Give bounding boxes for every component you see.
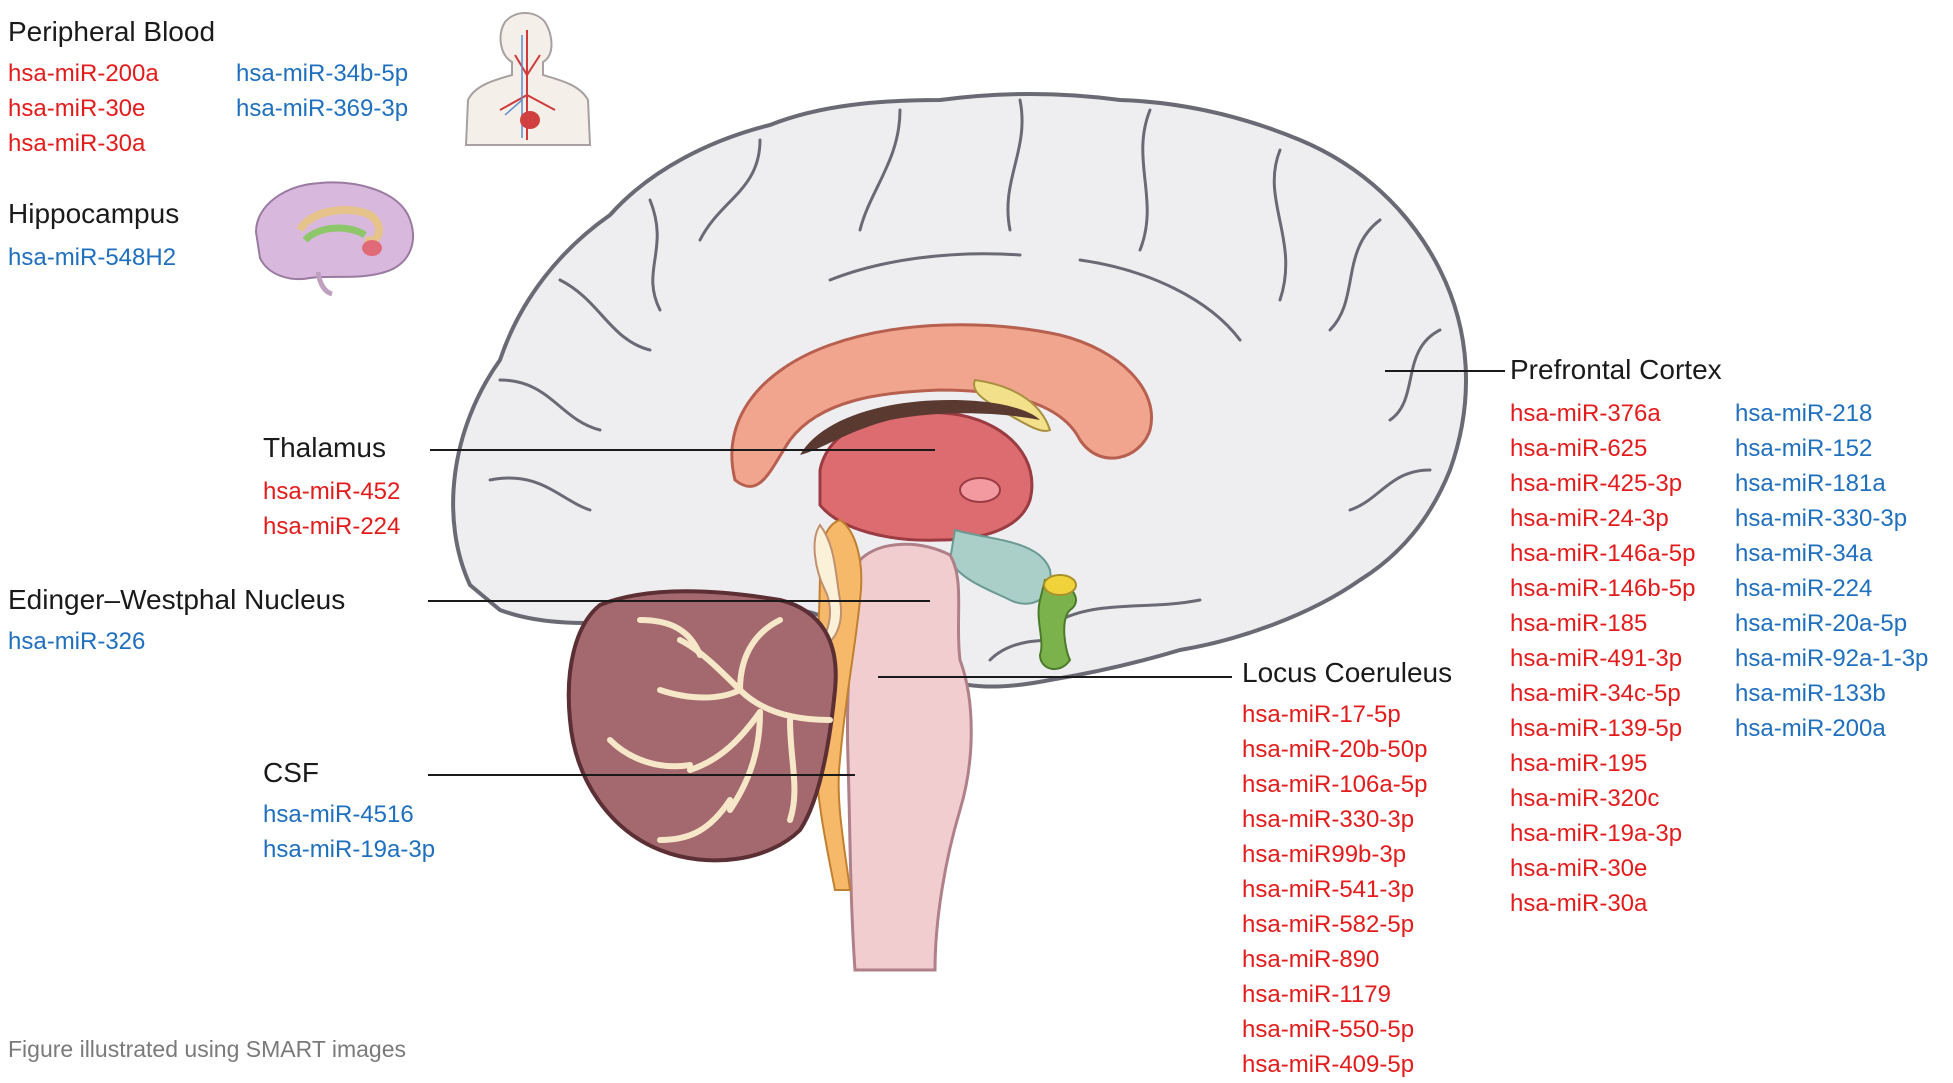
prefrontal-cortex-red-list: hsa-miR-376a hsa-miR-625 hsa-miR-425-3p … <box>1510 396 1695 921</box>
brainstem <box>846 542 973 972</box>
mirna-label: hsa-miR-30a <box>1510 890 1648 917</box>
mirna-label: hsa-miR-24-3p <box>1510 505 1669 532</box>
mirna-label: hsa-miR-139-5p <box>1510 715 1683 742</box>
prefrontal-cortex-title: Prefrontal Cortex <box>1510 354 1722 385</box>
hippocampus-brain-icon <box>254 181 414 297</box>
mirna-label: hsa-miR-625 <box>1510 435 1648 462</box>
peripheral-blood-red-list: hsa-miR-200a hsa-miR-30e hsa-miR-30a <box>8 56 159 161</box>
mirna-label: hsa-miR-185 <box>1510 610 1648 637</box>
mirna-label: hsa-miR-326 <box>8 628 146 655</box>
edinger-westphal-title: Edinger–Westphal Nucleus <box>8 584 346 615</box>
prefrontal-cortex-blue-list: hsa-miR-218 hsa-miR-152 hsa-miR-181a hsa… <box>1735 396 1928 746</box>
mirna-label: hsa-miR-550-5p <box>1242 1016 1415 1043</box>
locus-coeruleus-title: Locus Coeruleus <box>1242 657 1453 688</box>
mirna-label: hsa-miR-200a <box>8 60 159 87</box>
mirna-label: hsa-miR-409-5p <box>1242 1051 1415 1078</box>
lateral-ventricle <box>800 400 1040 455</box>
pituitary <box>1037 578 1077 670</box>
mirna-label: hsa-miR-491-3p <box>1510 645 1683 672</box>
mirna-label: hsa-miR-92a-1-3p <box>1735 645 1929 672</box>
hippocampus-blue-list: hsa-miR-548H2 <box>8 240 176 275</box>
thalamus-red-list: hsa-miR-452 hsa-miR-224 <box>263 474 400 544</box>
edinger-westphal-blue-list: hsa-miR-326 <box>8 624 145 659</box>
csf-title: CSF <box>263 757 319 788</box>
mirna-label: hsa-miR-452 <box>263 478 401 505</box>
mirna-label: hsa-miR-152 <box>1735 435 1873 462</box>
mirna-label: hsa-miR-541-3p <box>1242 876 1415 903</box>
mirna-label: hsa-miR-330-3p <box>1242 806 1415 833</box>
mirna-label: hsa-miR-224 <box>1735 575 1873 602</box>
mirna-label: hsa-miR-425-3p <box>1510 470 1683 497</box>
cerebellum <box>566 589 838 863</box>
thalamus-title: Thalamus <box>263 432 386 463</box>
corpus-callosum <box>730 323 1153 488</box>
mirna-label: hsa-miR-200a <box>1735 715 1886 742</box>
mirna-label: hsa-miR-17-5p <box>1242 701 1401 728</box>
leader-lines <box>428 370 1505 776</box>
mirna-label: hsa-miR-224 <box>263 513 401 540</box>
peripheral-blood-blue-list: hsa-miR-34b-5p hsa-miR-369-3p <box>236 56 408 126</box>
csf-blue-list: hsa-miR-4516 hsa-miR-19a-3p <box>263 797 435 867</box>
mirna-label: hsa-miR-30a <box>8 130 146 157</box>
mirna-label: hsa-miR-195 <box>1510 750 1648 777</box>
thalamus-nucleus <box>959 477 1001 503</box>
mirna-label: hsa-miR-146a-5p <box>1510 540 1696 567</box>
mirna-label: hsa-miR-133b <box>1735 680 1886 707</box>
mirna-label: hsa-miR-548H2 <box>8 244 177 271</box>
mirna-label: hsa-miR-1179 <box>1242 981 1391 1008</box>
hippocampus-title: Hippocampus <box>8 198 180 229</box>
figure-credit: Figure illustrated using SMART images <box>8 1036 406 1062</box>
mirna-label: hsa-miR99b-3p <box>1242 841 1407 868</box>
locus-coeruleus-red-list: hsa-miR-17-5p hsa-miR-20b-50p hsa-miR-10… <box>1242 697 1427 1082</box>
mirna-label: hsa-miR-30e <box>8 95 146 122</box>
mirna-label: hsa-miR-181a <box>1735 470 1886 497</box>
mirna-label: hsa-miR-20b-50p <box>1242 736 1428 763</box>
mirna-label: hsa-miR-106a-5p <box>1242 771 1428 798</box>
mirna-label: hsa-miR-34c-5p <box>1510 680 1681 707</box>
mirna-label: hsa-miR-330-3p <box>1735 505 1908 532</box>
mirna-label: hsa-miR-4516 <box>263 801 414 828</box>
mirna-label: hsa-miR-218 <box>1735 400 1873 427</box>
mirna-label: hsa-miR-369-3p <box>236 95 409 122</box>
mirna-label: hsa-miR-20a-5p <box>1735 610 1908 637</box>
mirna-label: hsa-miR-146b-5p <box>1510 575 1696 602</box>
mirna-label: hsa-miR-30e <box>1510 855 1648 882</box>
pituitary-stalk <box>1043 574 1077 596</box>
mirna-label: hsa-miR-376a <box>1510 400 1661 427</box>
mirna-label: hsa-miR-320c <box>1510 785 1660 812</box>
mirna-label: hsa-miR-19a-3p <box>263 836 436 863</box>
arbor-vitae <box>607 617 833 843</box>
peripheral-blood-title: Peripheral Blood <box>8 16 216 47</box>
cortex-gyri <box>488 98 1442 662</box>
mirna-label: hsa-miR-34a <box>1735 540 1873 567</box>
mirna-label: hsa-miR-890 <box>1242 946 1380 973</box>
mirna-label: hsa-miR-19a-3p <box>1510 820 1683 847</box>
mirna-label: hsa-miR-582-5p <box>1242 911 1415 938</box>
body-circulation-icon <box>464 12 592 146</box>
mirna-label: hsa-miR-34b-5p <box>236 60 409 87</box>
